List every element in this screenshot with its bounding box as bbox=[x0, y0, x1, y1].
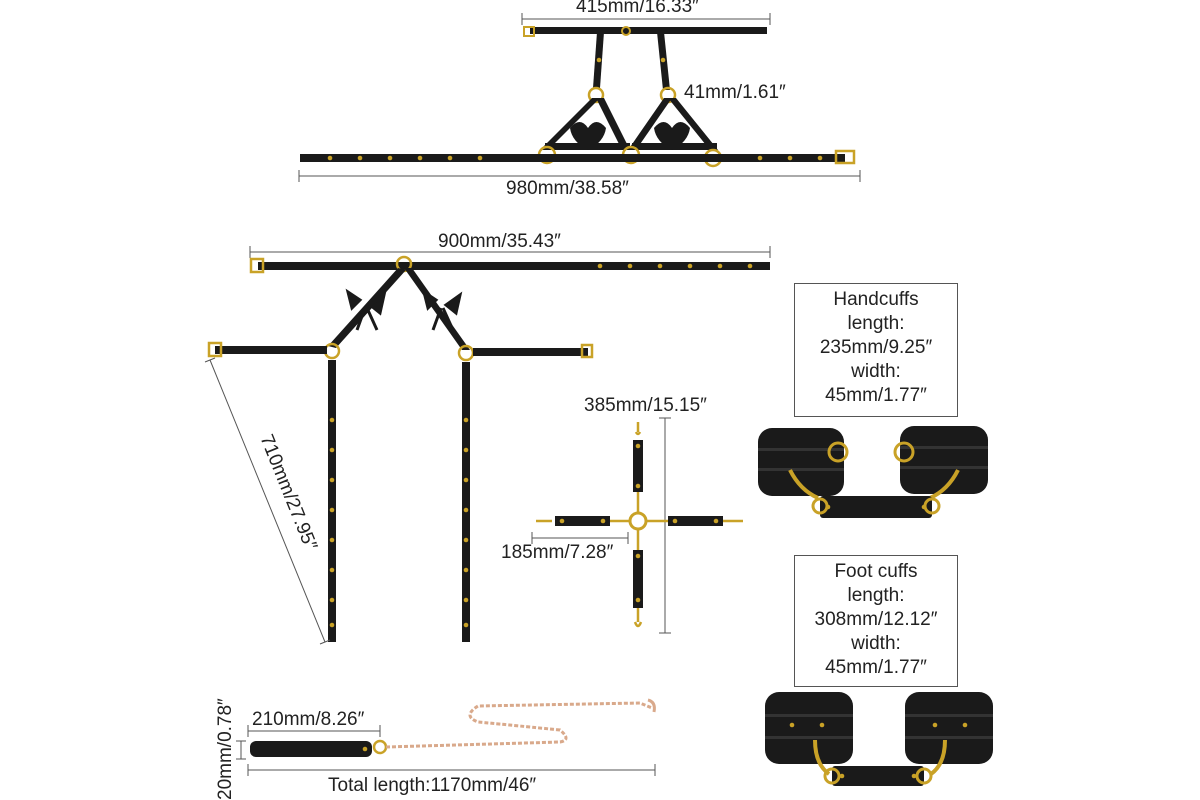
hogtie-short-label: 185mm/7.28″ bbox=[501, 542, 614, 563]
leash-handle-width-label: 20mm/0.78″ bbox=[215, 698, 236, 800]
hogtie-connector bbox=[531, 417, 743, 634]
handcuffs-width-label: width: bbox=[851, 361, 901, 382]
handcuffs-length-label: length: bbox=[847, 313, 905, 334]
leash-handle-length-label: 210mm/8.26″ bbox=[252, 709, 365, 730]
hogtie-long-label: 385mm/15.15″ bbox=[584, 395, 707, 416]
handcuffs-image bbox=[758, 426, 988, 518]
footcuffs-width-value: 45mm/1.77″ bbox=[825, 657, 927, 678]
footcuffs-spec-box: Foot cuffs length: 308mm/12.12″ width: 4… bbox=[794, 555, 958, 687]
footcuffs-length-label: length: bbox=[847, 585, 905, 606]
handcuffs-length-value: 235mm/9.25″ bbox=[819, 337, 933, 358]
neck-width-label: 415mm/16.33″ bbox=[576, 0, 699, 17]
strap-width-label: 41mm/1.61″ bbox=[684, 82, 786, 103]
handcuffs-spec-box: Handcuffs length: 235mm/9.25″ width: 45m… bbox=[794, 283, 958, 417]
waist-length-label: 980mm/38.58″ bbox=[506, 178, 629, 199]
footcuffs-width-label: width: bbox=[851, 633, 901, 654]
footcuffs-title: Foot cuffs bbox=[834, 561, 918, 582]
garter-harness bbox=[204, 246, 771, 645]
harness-bra bbox=[298, 13, 861, 182]
leash-image bbox=[236, 698, 656, 776]
handcuffs-title: Handcuffs bbox=[833, 289, 919, 310]
leash-total-length-label: Total length:1170mm/46″ bbox=[328, 775, 537, 796]
handcuffs-width-value: 45mm/1.77″ bbox=[825, 385, 927, 406]
footcuffs-length-value: 308mm/12.12″ bbox=[814, 609, 938, 630]
garter-waist-label: 900mm/35.43″ bbox=[438, 231, 561, 252]
footcuffs-image bbox=[765, 692, 993, 786]
